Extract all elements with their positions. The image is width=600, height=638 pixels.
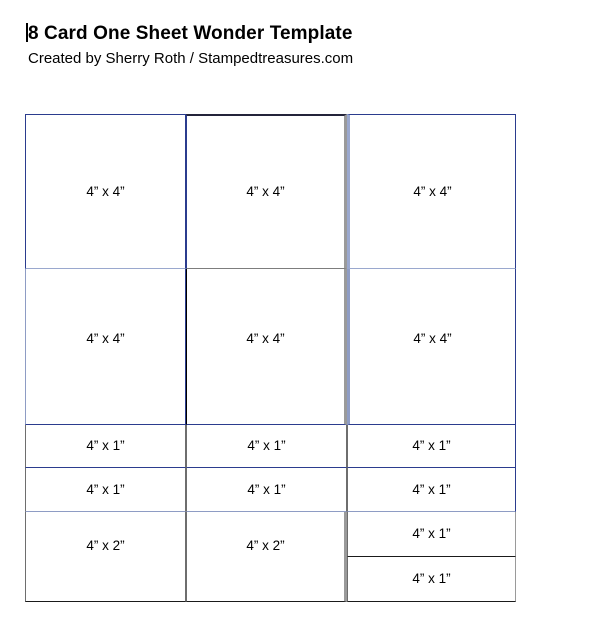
template-cell-c2r1[interactable]: 4” x 4” bbox=[186, 114, 347, 269]
template-cell-c2r4[interactable]: 4” x 1” bbox=[186, 468, 347, 512]
template-cell-c3r3[interactable]: 4” x 1” bbox=[347, 425, 516, 468]
template-cell-c1r2[interactable]: 4” x 4” bbox=[25, 269, 186, 425]
cell-label: 4” x 2” bbox=[246, 538, 285, 553]
cell-label: 4” x 1” bbox=[86, 481, 125, 497]
template-cell-c3r4[interactable]: 4” x 1” bbox=[347, 468, 516, 512]
template-cell-c3r5b[interactable]: 4” x 1” bbox=[347, 557, 516, 602]
document-header: 8 Card One Sheet Wonder Template Created… bbox=[26, 20, 566, 69]
cell-label: 4” x 4” bbox=[413, 183, 452, 199]
cell-label: 4” x 2” bbox=[86, 538, 125, 553]
cell-label: 4” x 4” bbox=[246, 331, 285, 346]
template-cell-c2r5[interactable]: 4” x 2” bbox=[186, 512, 347, 602]
cell-label: 4” x 1” bbox=[412, 526, 451, 541]
cell-label: 4” x 4” bbox=[413, 331, 452, 346]
cell-label: 4” x 1” bbox=[86, 438, 125, 453]
cell-label: 4” x 1” bbox=[247, 438, 286, 453]
template-cell-c2r3[interactable]: 4” x 1” bbox=[186, 425, 347, 468]
page-title: 8 Card One Sheet Wonder Template bbox=[28, 23, 353, 44]
template-cell-c1r4[interactable]: 4” x 1” bbox=[25, 468, 186, 512]
template-cell-c1r1[interactable]: 4” x 4” bbox=[25, 114, 186, 269]
cell-label: 4” x 1” bbox=[412, 481, 451, 497]
template-cell-c3r1[interactable]: 4” x 4” bbox=[347, 114, 516, 269]
cell-label: 4” x 4” bbox=[86, 183, 125, 199]
cell-label: 4” x 1” bbox=[412, 438, 451, 453]
template-cell-c2r2[interactable]: 4” x 4” bbox=[186, 269, 347, 425]
title-row: 8 Card One Sheet Wonder Template bbox=[26, 20, 566, 45]
cell-label: 4” x 1” bbox=[247, 481, 286, 497]
template-grid: 4” x 4” 4” x 4” 4” x 4” 4” x 4” 4” x 4” … bbox=[25, 114, 516, 602]
template-cell-c3r2[interactable]: 4” x 4” bbox=[347, 269, 516, 425]
template-cell-c1r3[interactable]: 4” x 1” bbox=[25, 425, 186, 468]
template-cell-c3r5a[interactable]: 4” x 1” bbox=[347, 512, 516, 557]
text-cursor-caret bbox=[26, 23, 28, 42]
page-subtitle: Created by Sherry Roth / Stampedtreasure… bbox=[28, 50, 354, 67]
cell-label: 4” x 1” bbox=[412, 571, 451, 586]
cell-label: 4” x 4” bbox=[86, 331, 125, 346]
template-cell-c1r5[interactable]: 4” x 2” bbox=[25, 512, 186, 602]
cell-label: 4” x 4” bbox=[246, 184, 285, 199]
